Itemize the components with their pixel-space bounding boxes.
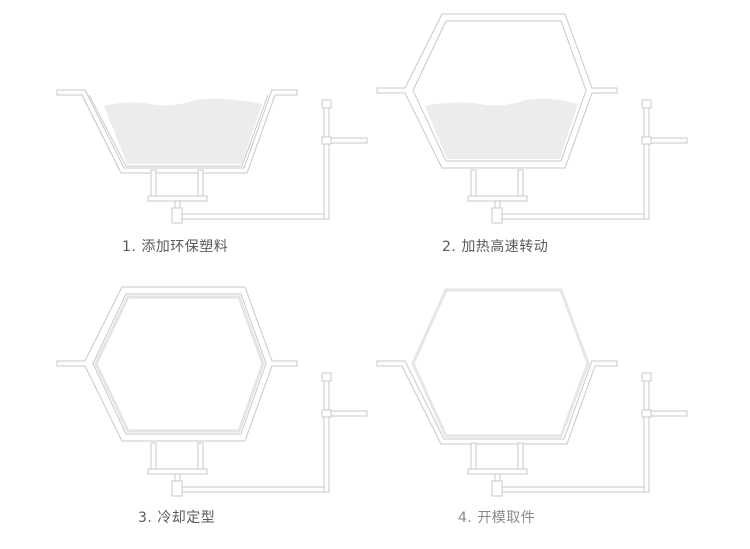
step-4-caption: 4. 开模取件 <box>458 507 535 527</box>
step-number: 3. <box>138 510 153 526</box>
formed-shell <box>94 295 265 433</box>
step-2-graphic <box>376 13 688 224</box>
step-label: 加热高速转动 <box>461 239 549 255</box>
formed-part <box>411 288 590 438</box>
step-label: 添加环保塑料 <box>141 239 229 255</box>
step-number: 2. <box>442 239 457 255</box>
step-label: 冷却定型 <box>157 510 216 526</box>
step-4-graphic <box>376 288 688 497</box>
step-number: 4. <box>458 510 473 526</box>
step-1-caption: 1. 添加环保塑料 <box>122 236 228 256</box>
step-label: 开模取件 <box>477 510 536 526</box>
plastic-powder <box>104 98 262 164</box>
step-2-caption: 2. 加热高速转动 <box>442 236 548 256</box>
step-number: 1. <box>122 239 137 255</box>
step-3-caption: 3. 冷却定型 <box>138 507 215 527</box>
step-1-graphic <box>56 89 368 224</box>
step-3-graphic <box>56 286 368 497</box>
plastic-powder <box>425 98 578 159</box>
